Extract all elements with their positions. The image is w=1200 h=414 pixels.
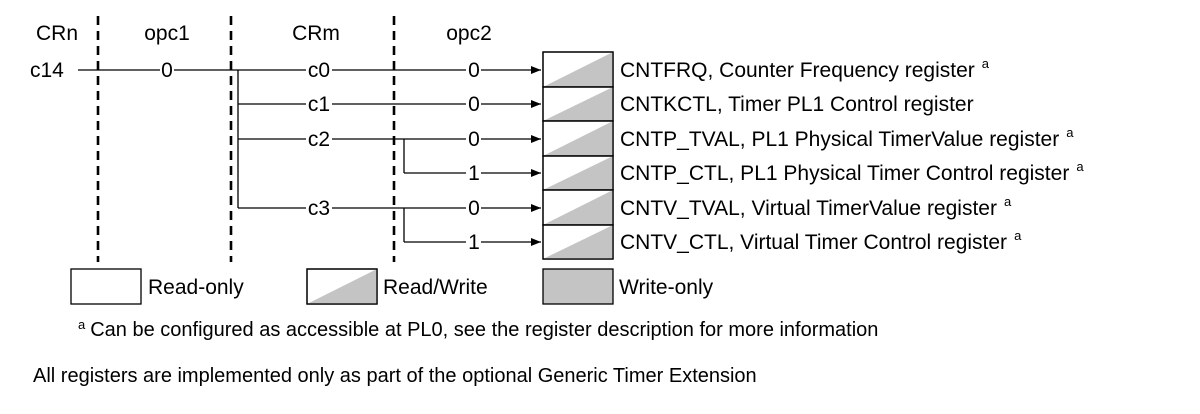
legend-swatch-read-write: [306, 268, 378, 305]
register-box-cntv-tval: [542, 189, 614, 226]
legend-label-read-write: Read/Write: [383, 276, 488, 299]
legend-swatch-write-only: [542, 268, 614, 305]
register-box-cntfrq: [542, 51, 614, 88]
crn-value-label: c14: [30, 59, 64, 82]
legend-label-read-only: Read-only: [148, 276, 244, 299]
implementation-note: All registers are implemented only as pa…: [33, 365, 757, 387]
register-label-cntp-tval: CNTP_TVAL, PL1 Physical TimerValue regis…: [620, 125, 1074, 151]
opc2-value-cntp-tval: 0: [468, 128, 480, 151]
routing-lines: [78, 66, 541, 246]
crm-value-c2: c2: [308, 128, 330, 151]
register-box-cntp-ctl: [542, 155, 614, 191]
legend-label-write-only: Write-only: [619, 276, 714, 299]
register-box-cntp-tval: [542, 120, 614, 157]
register-label-cntkctl: CNTKCTL, Timer PL1 Control register: [620, 93, 974, 116]
crm-value-c0: c0: [308, 59, 330, 82]
opc1-value-label: 0: [161, 59, 173, 82]
register-label-cntv-ctl: CNTV_CTL, Virtual Timer Control register…: [620, 228, 1022, 254]
legend-swatch-read-only: [70, 268, 142, 305]
opc2-value-cntv-ctl: 1: [468, 231, 480, 254]
register-box-cntv-ctl: [542, 224, 614, 260]
opc2-value-cntv-tval: 0: [468, 197, 480, 220]
opc2-value-cntp-ctl: 1: [468, 162, 480, 185]
column-header-crn: CRn: [36, 22, 78, 45]
column-header-opc2: opc2: [446, 22, 492, 45]
register-label-cntp-ctl: CNTP_CTL, PL1 Physical Timer Control reg…: [620, 159, 1084, 185]
register-box-cntkctl: [542, 86, 614, 122]
column-header-opc1: opc1: [144, 22, 190, 45]
opc2-value-cntfrq: 0: [468, 59, 480, 82]
column-header-crm: CRm: [292, 22, 340, 45]
crm-value-c3: c3: [308, 197, 330, 220]
crm-value-c1: c1: [308, 93, 330, 116]
opc2-value-cntkctl: 0: [468, 93, 480, 116]
